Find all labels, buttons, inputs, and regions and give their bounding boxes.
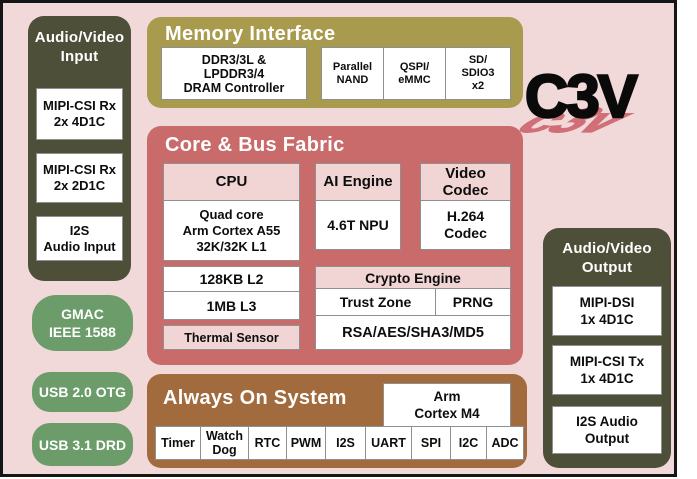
parallel-nand-box: Parallel NAND (321, 47, 384, 100)
l2-cache-box: 128KB L2 (163, 266, 300, 292)
crypto-algos-box: RSA/AES/SHA3/MD5 (315, 315, 511, 350)
i2s-audio-input-box: I2S Audio Input (36, 216, 123, 261)
crypto-engine-header: Crypto Engine (315, 266, 511, 289)
cpu-cores-box: Quad core Arm Cortex A55 32K/32K L1 (163, 200, 300, 261)
prng-box: PRNG (435, 288, 511, 316)
h264-codec-box: H.264 Codec (420, 200, 511, 250)
always-on-system-title: Always On System (163, 387, 347, 409)
uart-cell: UART (365, 426, 412, 460)
dram-controller-box: DDR3/3L & LPDDR3/4 DRAM Controller (161, 47, 307, 100)
memory-interface-title: Memory Interface (165, 23, 336, 45)
audio-video-input-block: Audio/Video Input MIPI-CSI Rx 2x 4D1C MI… (28, 16, 131, 281)
core-bus-fabric-block: Core & Bus Fabric CPU Quad core Arm Cort… (147, 126, 523, 365)
ai-engine-header: AI Engine (315, 163, 401, 201)
audio-video-output-title: Audio/Video Output (562, 240, 652, 276)
audio-video-output-block: Audio/Video Output MIPI-DSI 1x 4D1C MIPI… (543, 228, 671, 468)
i2c-cell: I2C (450, 426, 487, 460)
spi-cell: SPI (411, 426, 451, 460)
always-on-system-block: Always On System Arm Cortex M4 Timer Wat… (147, 374, 527, 468)
i2s-cell: I2S (325, 426, 366, 460)
cpu-header: CPU (163, 163, 300, 201)
usb-2-0-otg-pill: USB 2.0 OTG (32, 372, 133, 412)
npu-box: 4.6T NPU (315, 200, 401, 250)
i2s-audio-output-box: I2S Audio Output (552, 406, 662, 454)
thermal-sensor-box: Thermal Sensor (163, 325, 300, 350)
mipi-dsi-box: MIPI-DSI 1x 4D1C (552, 286, 662, 336)
mipi-csi-tx-box: MIPI-CSI Tx 1x 4D1C (552, 345, 662, 395)
sd-sdio3-box: SD/ SDIO3 x2 (445, 47, 511, 100)
timer-cell: Timer (155, 426, 201, 460)
adc-cell: ADC (486, 426, 524, 460)
video-codec-header: Video Codec (420, 163, 511, 201)
gmac-ieee1588-pill: GMAC IEEE 1588 (32, 295, 133, 351)
core-bus-fabric-title: Core & Bus Fabric (165, 134, 345, 156)
watchdog-cell: Watch Dog (200, 426, 249, 460)
qspi-emmc-box: QSPI/ eMMC (383, 47, 446, 100)
c3v-logo: C3V (524, 63, 639, 130)
arm-cortex-m4-box: Arm Cortex M4 (383, 383, 511, 427)
trust-zone-box: Trust Zone (315, 288, 436, 316)
rtc-cell: RTC (248, 426, 287, 460)
soc-diagram-frame: Audio/Video Input MIPI-CSI Rx 2x 4D1C MI… (0, 0, 677, 477)
mipi-csi-rx-2d1c-box: MIPI-CSI Rx 2x 2D1C (36, 153, 123, 203)
usb-3-1-drd-pill: USB 3.1 DRD (32, 423, 133, 466)
pwm-cell: PWM (286, 426, 326, 460)
l3-cache-box: 1MB L3 (163, 291, 300, 320)
audio-video-input-title: Audio/Video Input (34, 29, 125, 65)
mipi-csi-rx-4d1c-box: MIPI-CSI Rx 2x 4D1C (36, 88, 123, 140)
memory-interface-block: Memory Interface DDR3/3L & LPDDR3/4 DRAM… (147, 17, 523, 108)
